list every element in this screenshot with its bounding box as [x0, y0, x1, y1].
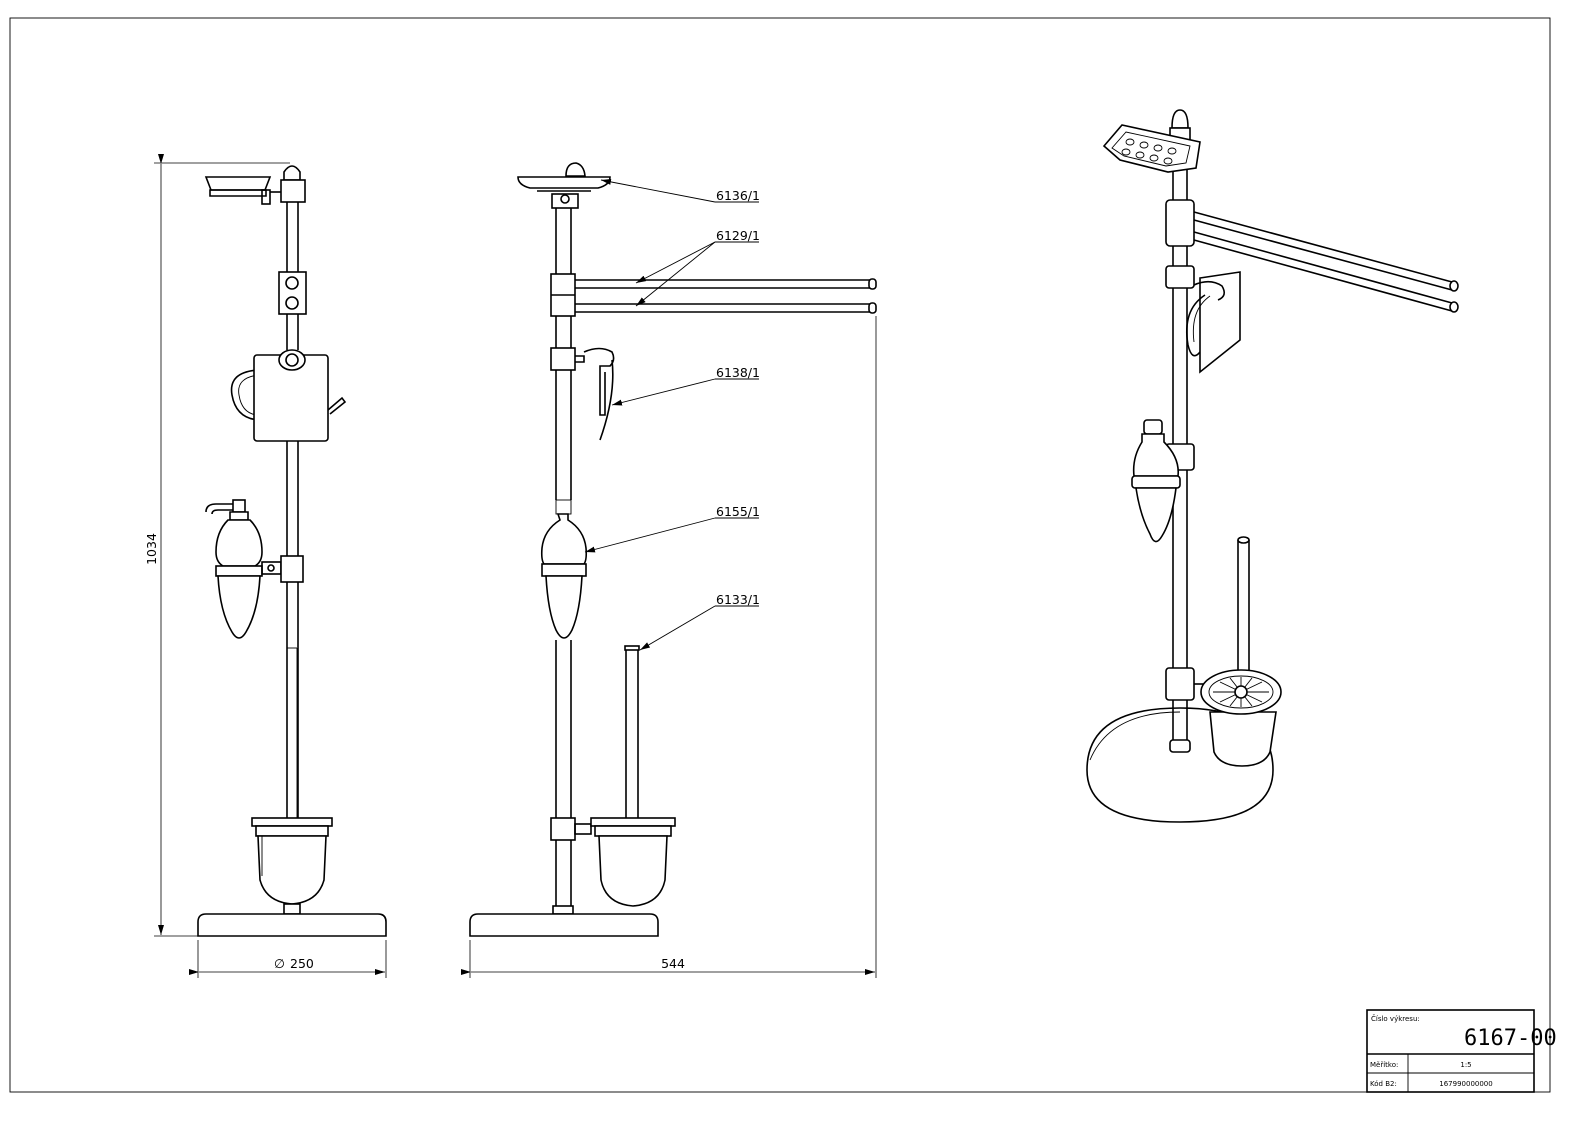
side-dimensions: [461, 316, 877, 978]
width-dimension-label: 544: [661, 956, 685, 971]
side-view: [469, 162, 877, 937]
front-dimensions: [154, 154, 387, 978]
code-value: 167990000000: [1439, 1080, 1492, 1088]
diameter-dimension-label: 250: [290, 956, 314, 971]
height-dimension-label: 1034: [144, 533, 159, 565]
callout-6138: 6138/1: [716, 365, 760, 380]
drawing-number-label: Číslo výkresu:: [1371, 1014, 1420, 1023]
front-view: [197, 165, 387, 937]
callout-6136: 6136/1: [716, 188, 760, 203]
scale-label: Měřítko:: [1370, 1061, 1398, 1069]
diameter-symbol: ∅: [274, 956, 285, 971]
callout-leaders: [584, 178, 759, 651]
title-block: [1366, 1009, 1535, 1093]
callout-6155: 6155/1: [716, 504, 760, 519]
scale-value: 1:5: [1460, 1061, 1471, 1069]
code-label: Kód B2:: [1370, 1080, 1397, 1088]
callout-6129: 6129/1: [716, 228, 760, 243]
drawing-frame: [9, 17, 1551, 1093]
drawing-number: 6167-00: [1464, 1026, 1557, 1051]
callout-6133: 6133/1: [716, 592, 760, 607]
isometric-view: [1086, 109, 1459, 823]
